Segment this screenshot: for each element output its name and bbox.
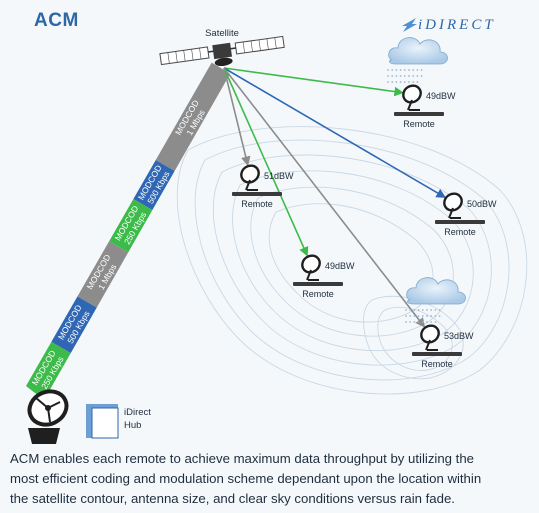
caption-line-2: most efficient coding and modulation sch…: [10, 471, 482, 486]
remote-dish-icon: [240, 164, 260, 191]
hub-antenna-icon: [27, 389, 69, 444]
remote-terminal: 53dBW Remote: [405, 277, 474, 369]
remote-dish-icon: [301, 254, 321, 281]
remote-terminals: 51dBW Remote 49dBW Remote 49dBW Remote 50dBW Re…: [232, 37, 497, 369]
link-line: [223, 67, 251, 167]
caption-line-1: ACM enables each remote to achieve maxim…: [10, 451, 475, 466]
remote-power-label: 50dBW: [467, 199, 497, 209]
beam-segment: [107, 198, 155, 254]
remote-terminal: 51dBW Remote: [232, 164, 294, 209]
remote-power-label: 49dBW: [426, 91, 456, 101]
remote-label: Remote: [302, 289, 334, 299]
remote-terminal: 49dBW Remote: [293, 254, 355, 299]
beam-segment: [26, 341, 73, 400]
rain-cloud-icon: [405, 277, 466, 323]
link-line: [223, 67, 447, 198]
remote-terminal: 49dBW Remote: [387, 37, 456, 129]
link-line: [223, 67, 309, 257]
hub: iDirect Hub: [27, 389, 151, 444]
page-title: ACM: [34, 10, 79, 31]
remote-label: Remote: [241, 199, 273, 209]
beam-segment: [153, 62, 230, 172]
link-line: [223, 67, 426, 328]
remote-power-label: 53dBW: [444, 331, 474, 341]
remote-dish-icon: [443, 192, 463, 219]
satellite-label: Satellite: [205, 28, 239, 39]
remote-label: Remote: [421, 359, 453, 369]
beam-segment: [75, 240, 130, 309]
hub-label-line2: Hub: [124, 420, 141, 431]
remote-base: [232, 192, 282, 196]
remote-base: [435, 220, 485, 224]
hub-server-icon: [86, 404, 119, 439]
rain-cloud-icon: [387, 37, 448, 83]
remote-power-label: 51dBW: [264, 171, 294, 181]
satellite-links: [223, 67, 447, 328]
caption: ACM enables each remote to achieve maxim…: [10, 449, 535, 509]
remote-base: [412, 352, 462, 356]
beam-segment: [49, 295, 99, 354]
remote-dish-icon: [402, 84, 422, 111]
remote-dish-icon: [420, 324, 440, 351]
brand-logo-text: iDIRECT: [418, 17, 496, 33]
remote-label: Remote: [403, 119, 435, 129]
idirect-logo-icon: [402, 18, 417, 32]
link-line: [223, 67, 404, 97]
remote-label: Remote: [444, 227, 476, 237]
remote-terminal: 50dBW Remote: [435, 192, 497, 237]
remote-power-label: 49dBW: [325, 261, 355, 271]
hub-label-line1: iDirect: [124, 407, 151, 418]
satellite-icon: [159, 35, 285, 67]
remote-base: [394, 112, 444, 116]
modcod-beam: [26, 62, 230, 400]
remote-base: [293, 282, 343, 286]
caption-line-3: the satellite contour, antenna size, and…: [10, 491, 455, 506]
beam-segment: [131, 159, 177, 211]
